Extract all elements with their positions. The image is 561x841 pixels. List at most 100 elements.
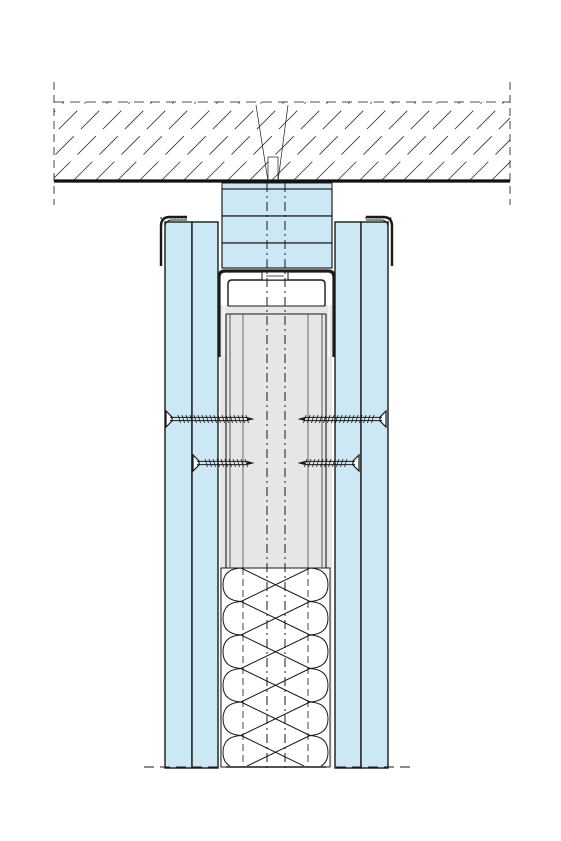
slab-hatch-line bbox=[0, 100, 44, 180]
screw-thread bbox=[229, 414, 233, 424]
insulation-loop bbox=[307, 634, 329, 669]
slab-hatch-line bbox=[227, 102, 307, 180]
screw-thread bbox=[212, 458, 216, 468]
insulation-loop bbox=[307, 568, 329, 602]
screw-thread bbox=[225, 414, 229, 424]
mineral-wool-insulation bbox=[220, 567, 331, 768]
screw-thread bbox=[367, 414, 371, 424]
screw-thread bbox=[208, 458, 212, 468]
insulation-loop bbox=[307, 668, 329, 703]
insulation-loop bbox=[307, 701, 329, 736]
screw-thread bbox=[371, 414, 375, 424]
slab-hatch-line bbox=[54, 102, 65, 113]
inner-plasterboard-left bbox=[191, 221, 219, 769]
screw-thread bbox=[316, 458, 320, 468]
screw-thread bbox=[363, 414, 367, 424]
slab-hatch-line bbox=[54, 102, 87, 135]
slab-hatch-line bbox=[271, 102, 351, 180]
centerlines bbox=[144, 104, 410, 768]
slab-hatch-line bbox=[183, 102, 263, 180]
screw-thread bbox=[304, 458, 308, 468]
insulation-fiber bbox=[240, 668, 311, 703]
screw bbox=[192, 453, 255, 473]
screw-thread bbox=[323, 414, 327, 424]
screw-thread bbox=[217, 414, 221, 424]
screw-thread bbox=[228, 458, 232, 468]
screw-thread bbox=[209, 414, 213, 424]
slab-hatch-line bbox=[315, 102, 395, 180]
slab-hatch-line bbox=[0, 100, 22, 180]
slab-hatch-line bbox=[73, 102, 153, 180]
screw-thread bbox=[324, 458, 328, 468]
slab-hatch bbox=[0, 100, 561, 180]
insulation-loop bbox=[222, 568, 244, 602]
insulation-fiber bbox=[240, 634, 311, 669]
inner-plasterboard-right bbox=[334, 221, 362, 769]
screw-thread bbox=[351, 414, 355, 424]
screw-thread bbox=[303, 414, 307, 424]
slab-hatch-line bbox=[491, 161, 510, 180]
slab-hatch-line bbox=[536, 100, 561, 180]
slab-hatch-line bbox=[403, 102, 483, 180]
insulation-loop bbox=[222, 634, 244, 669]
slab-hatch-line bbox=[117, 102, 197, 180]
screw-thread bbox=[216, 458, 220, 468]
insulation-fiber bbox=[246, 735, 311, 766]
screw bbox=[297, 453, 360, 473]
outer-plasterboard-left bbox=[164, 221, 193, 769]
screw-thread bbox=[344, 458, 348, 468]
screw-thread bbox=[311, 414, 315, 424]
screw-thread bbox=[328, 458, 332, 468]
outer-plasterboard-right bbox=[360, 221, 389, 769]
screw-thread bbox=[332, 458, 336, 468]
screw-thread bbox=[224, 458, 228, 468]
screw-thread bbox=[236, 458, 240, 468]
insulation-loop bbox=[222, 701, 244, 736]
screw-thread bbox=[331, 414, 335, 424]
screw-thread bbox=[213, 414, 217, 424]
slab-hatch-line bbox=[54, 102, 131, 179]
screw-thread bbox=[189, 414, 193, 424]
screw-thread bbox=[204, 458, 208, 468]
screw-thread bbox=[244, 458, 248, 468]
insulation-loop bbox=[307, 735, 329, 766]
screw-thread bbox=[197, 414, 201, 424]
insulation-zigzag bbox=[222, 568, 329, 766]
insulation-loop bbox=[307, 601, 329, 636]
slab-hatch-line bbox=[54, 102, 109, 157]
screw-thread bbox=[340, 458, 344, 468]
screw-thread bbox=[355, 414, 359, 424]
screw-thread bbox=[185, 414, 189, 424]
screw-thread bbox=[232, 458, 236, 468]
screw bbox=[297, 409, 387, 429]
screw-thread bbox=[221, 414, 225, 424]
head-board-strips bbox=[221, 182, 333, 269]
slab-hatch-line bbox=[514, 100, 561, 180]
screw-thread bbox=[237, 414, 241, 424]
insulation-loop bbox=[222, 668, 244, 703]
slab-hatch-line bbox=[249, 102, 329, 180]
screw-tip bbox=[246, 417, 255, 421]
screw-tip bbox=[246, 461, 255, 465]
screw-thread bbox=[343, 414, 347, 424]
screw-thread bbox=[193, 414, 197, 424]
slab-hatch-line bbox=[205, 102, 285, 180]
screw-thread bbox=[359, 414, 363, 424]
screw-thread bbox=[181, 414, 185, 424]
screw-thread bbox=[241, 414, 245, 424]
screw bbox=[165, 409, 255, 429]
insulation-loop bbox=[222, 735, 244, 766]
insulation-loop bbox=[222, 601, 244, 636]
insulation-fiber bbox=[240, 568, 311, 602]
slab-hatch-line bbox=[425, 102, 505, 180]
screw-thread bbox=[220, 458, 224, 468]
slab-hatch-line bbox=[139, 102, 219, 180]
screw-thread bbox=[335, 414, 339, 424]
slab-hatch-line bbox=[447, 117, 510, 180]
screw-thread bbox=[319, 414, 323, 424]
screw-thread bbox=[320, 458, 324, 468]
screw-tip bbox=[297, 417, 306, 421]
screw-thread bbox=[339, 414, 343, 424]
screw-thread bbox=[315, 414, 319, 424]
screw-tip bbox=[297, 461, 306, 465]
